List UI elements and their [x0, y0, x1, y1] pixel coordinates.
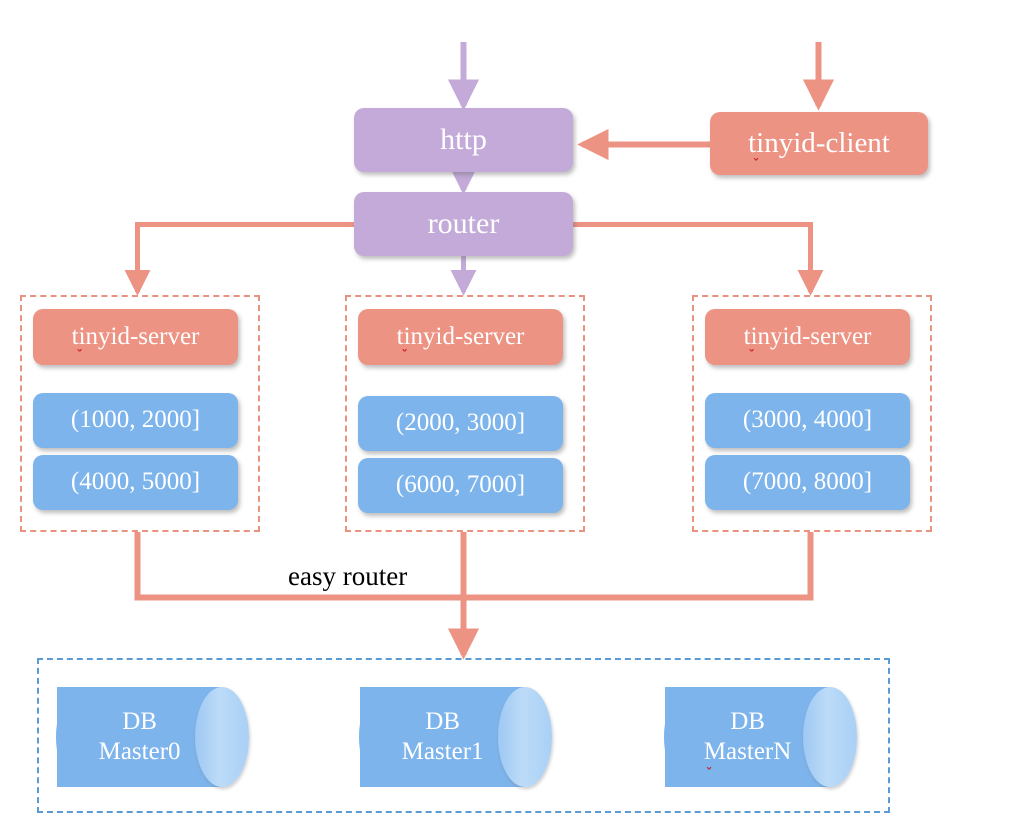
node-router-label: router	[427, 207, 500, 241]
spellcheck-mark-icon: ˇ	[748, 349, 755, 365]
node-tinyid-server-2-text: tinyid-server	[396, 322, 525, 350]
range-box-3-2[interactable]: (7000, 8000]	[705, 455, 910, 510]
node-http-label: http	[440, 123, 487, 157]
range-box-1-1[interactable]: (1000, 2000]	[33, 393, 238, 448]
node-tinyid-server-3[interactable]: tinyid-server ˇ	[705, 309, 910, 365]
db-cylinder-0-line2: Master0	[98, 738, 181, 765]
server-group-2	[345, 295, 585, 532]
range-box-3-1-label: (3000, 4000]	[742, 406, 873, 434]
db-cylinder-1-text: DB Master1	[360, 687, 525, 787]
edge-router-to-server-3	[573, 222, 824, 296]
db-cylinder-0-left-cap	[56, 687, 110, 787]
range-box-2-1-label: (2000, 3000]	[395, 409, 526, 437]
db-cylinder-1[interactable]: DB Master1	[359, 687, 552, 787]
db-cylinder-2-line2: MasterN	[703, 738, 792, 765]
node-tinyid-server-2[interactable]: tinyid-server ˇ	[358, 309, 563, 365]
server-group-1	[20, 295, 260, 532]
range-box-2-1[interactable]: (2000, 3000]	[358, 396, 563, 451]
db-cylinder-2-right-cap	[803, 687, 857, 787]
db-cylinder-2-line2-wrap: MasterN ˇ	[703, 737, 792, 781]
node-tinyid-server-3-text: tinyid-server	[743, 322, 872, 350]
db-cylinder-1-right-cap	[498, 687, 552, 787]
node-tinyid-client-text: tinyid-client	[748, 127, 890, 160]
db-cylinder-2-left-cap	[664, 687, 718, 787]
db-cylinder-1-line1: DB	[425, 707, 460, 735]
node-tinyid-client[interactable]: tinyid-client ˇ	[710, 112, 928, 175]
range-box-1-1-label: (1000, 2000]	[70, 406, 201, 434]
server-group-3	[692, 295, 932, 532]
range-box-1-2[interactable]: (4000, 5000]	[33, 455, 238, 510]
db-cylinder-0-text: DB Master0	[57, 687, 222, 787]
node-tinyid-server-1[interactable]: tinyid-server ˇ	[33, 309, 238, 365]
db-cylinder-0[interactable]: DB Master0	[56, 687, 249, 787]
range-box-3-1[interactable]: (3000, 4000]	[705, 393, 910, 448]
node-tinyid-client-label: tinyid-client ˇ	[748, 127, 890, 172]
edge-router-to-server-1	[124, 222, 354, 296]
spellcheck-mark-icon: ˇ	[401, 349, 408, 365]
db-cylinder-2[interactable]: DB MasterN ˇ	[664, 687, 857, 787]
easy-router-label: easy router	[284, 561, 412, 592]
range-box-2-2-label: (6000, 7000]	[395, 471, 526, 499]
node-router[interactable]: router	[354, 192, 573, 256]
spellcheck-mark-icon: ˇ	[752, 157, 760, 173]
db-cylinder-0-line1: DB	[122, 707, 157, 735]
db-cylinder-0-right-cap	[195, 687, 249, 787]
spellcheck-mark-icon: ˇ	[705, 766, 713, 782]
node-tinyid-server-1-text: tinyid-server	[71, 322, 200, 350]
node-tinyid-server-2-label: tinyid-server ˇ	[396, 322, 525, 363]
node-http[interactable]: http	[354, 108, 573, 172]
db-cylinder-1-line2: Master1	[401, 738, 484, 765]
node-tinyid-server-1-label: tinyid-server ˇ	[71, 322, 200, 363]
node-tinyid-server-3-label: tinyid-server ˇ	[743, 322, 872, 363]
db-cylinder-2-line1: DB	[730, 707, 765, 735]
db-cylinder-2-text: DB MasterN ˇ	[665, 687, 830, 787]
range-box-3-2-label: (7000, 8000]	[742, 468, 873, 496]
spellcheck-mark-icon: ˇ	[76, 349, 83, 365]
db-cylinder-1-left-cap	[359, 687, 413, 787]
range-box-2-2[interactable]: (6000, 7000]	[358, 458, 563, 513]
range-box-1-2-label: (4000, 5000]	[70, 468, 201, 496]
